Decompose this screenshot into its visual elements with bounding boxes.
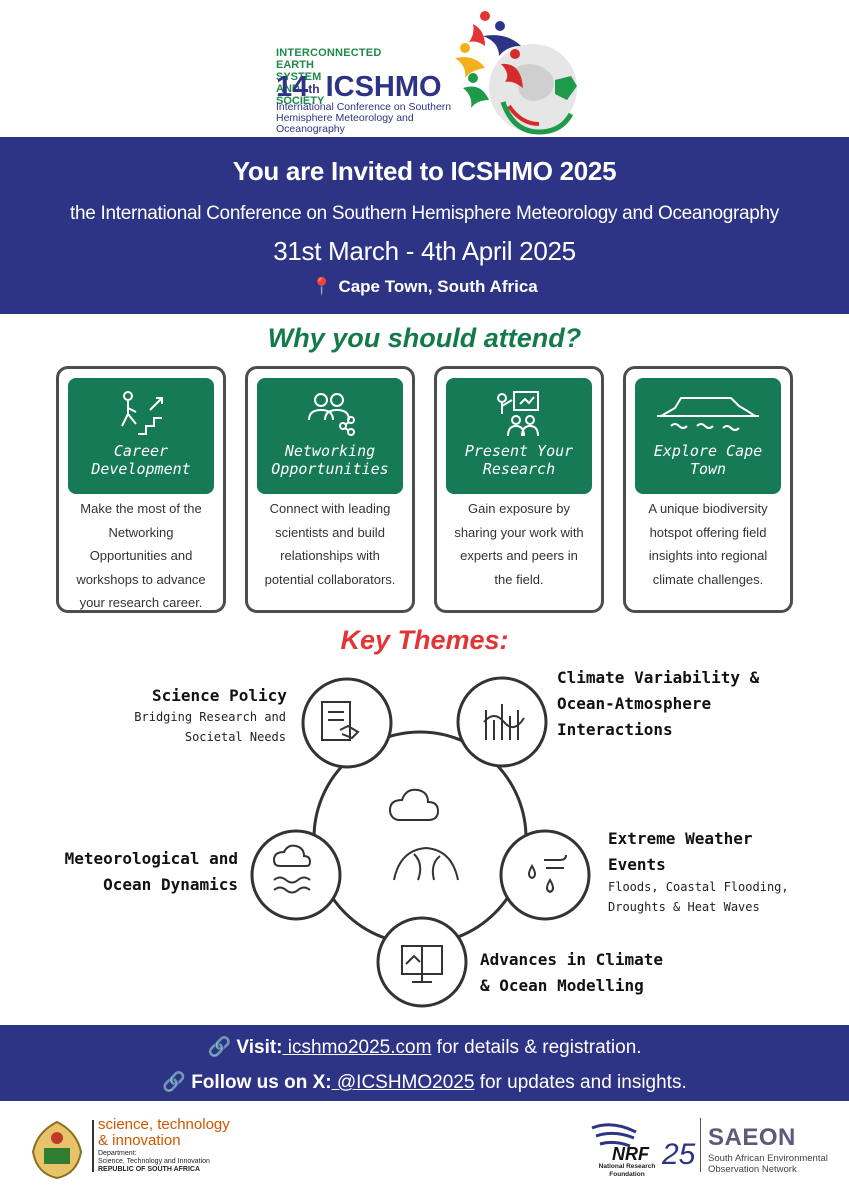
dsti-department: Department:Science, Technology and Innov… — [98, 1150, 210, 1173]
saeon-logo: SAEON — [708, 1124, 796, 1151]
themes-diagram — [250, 676, 591, 1008]
theme-science-policy-title: Science Policy — [152, 686, 287, 705]
nrf-25-mark: 25 — [662, 1138, 696, 1171]
node-dynamics — [250, 829, 342, 921]
career-icon — [121, 391, 163, 435]
south-africa-coat-of-arms-icon — [31, 1120, 83, 1180]
visit-line: 🔗 Visit: icshmo2025.com for details & re… — [207, 1037, 642, 1058]
monitor-chart-icon — [401, 945, 443, 983]
x-handle-link[interactable]: @ICSHMO2025 — [331, 1072, 475, 1093]
website-link[interactable]: icshmo2025.com — [282, 1037, 432, 1058]
nrf-text: NRF — [612, 1144, 650, 1164]
banner-dates: 31st March - 4th April 2025 — [273, 236, 576, 266]
cloud-waves-icon — [272, 844, 312, 894]
table-mountain-icon — [657, 397, 759, 431]
node-extreme-weather — [499, 829, 591, 921]
rain-wind-icon — [528, 854, 567, 894]
link-icon: 🔗 — [207, 1037, 232, 1058]
logo-tagline-2: EARTH SYSTEM AND SOCIETY — [276, 59, 325, 107]
center-cloud-globe-icon — [388, 788, 459, 881]
dsti-name: science, technology& innovation — [98, 1116, 230, 1149]
divider — [92, 1120, 94, 1172]
banner-title: You are Invited to ICSHMO 2025 — [232, 156, 617, 186]
invitation-banner: You are Invited to ICSHMO 2025 the Inter… — [0, 137, 849, 314]
banner-location: 📍Cape Town, South Africa — [311, 277, 538, 296]
nrf-logo-icon: NRF — [591, 1123, 650, 1164]
globe-people-icon — [455, 11, 577, 135]
follow-line: 🔗 Follow us on X: @ICSHMO2025 for update… — [162, 1072, 687, 1093]
networking-icon — [308, 393, 355, 436]
document-handshake-icon — [321, 701, 360, 741]
theme-modelling: Advances in Climate& Ocean Modelling — [480, 950, 664, 995]
link-icon: 🔗 — [162, 1072, 186, 1093]
key-themes-heading: Key Themes: — [340, 625, 509, 655]
logo-tagline-1: INTERCONNECTED — [276, 47, 382, 59]
banner-subtitle: the International Conference on Southern… — [69, 203, 780, 224]
why-attend-heading: Why you should attend? — [267, 323, 582, 353]
node-science-policy — [301, 677, 393, 769]
links-footer: 🔗 Visit: icshmo2025.com for details & re… — [0, 1025, 849, 1101]
theme-extreme-weather-sub: Floods, Coastal Flooding,Droughts & Heat… — [608, 880, 789, 914]
bar-waves-icon — [483, 704, 525, 740]
divider — [700, 1118, 701, 1172]
presenter-icon — [497, 391, 539, 437]
location-pin-icon: 📍 — [311, 277, 333, 296]
